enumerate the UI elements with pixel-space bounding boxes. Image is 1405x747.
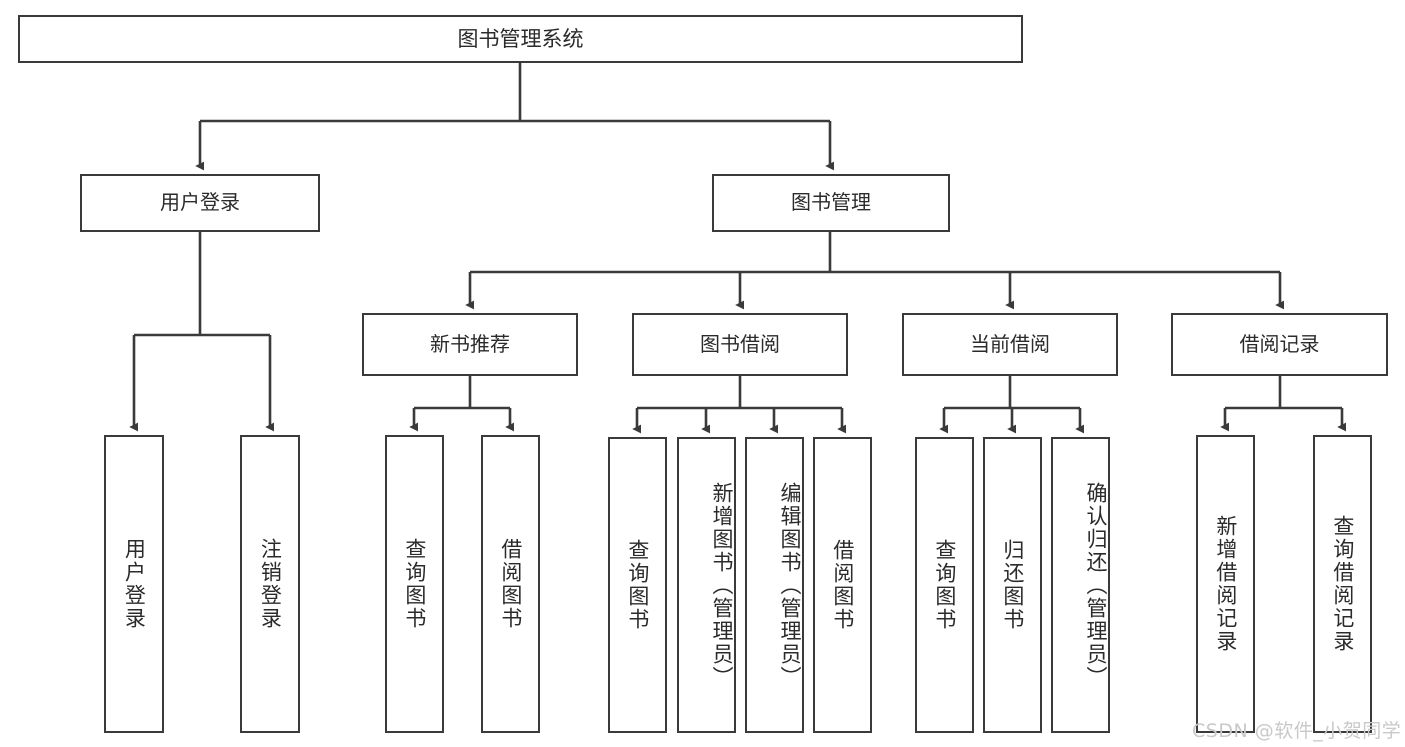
node-root[interactable]: 图书管理系统 bbox=[18, 15, 1023, 63]
watermark: CSDN @软件_小贺同学 bbox=[1192, 720, 1402, 742]
node-level3-current-borrow[interactable]: 当前借阅 bbox=[902, 313, 1118, 376]
node-leaf-label: 归还图书 bbox=[1000, 539, 1025, 631]
node-leaf-edit-book-admin[interactable]: 编辑图书（管理员） bbox=[745, 437, 804, 733]
node-leaf-user-login[interactable]: 用户登录 bbox=[104, 435, 164, 733]
node-level3-new-book-recommend[interactable]: 新书推荐 bbox=[362, 313, 578, 376]
node-leaf-add-book-admin[interactable]: 新增图书（管理员） bbox=[677, 437, 736, 733]
node-leaf-label: 借阅图书 bbox=[498, 538, 523, 630]
node-level3-current-borrow-label: 当前借阅 bbox=[970, 331, 1050, 356]
node-level3-book-borrow[interactable]: 图书借阅 bbox=[632, 313, 848, 376]
node-level3-new-book-recommend-label: 新书推荐 bbox=[430, 331, 510, 356]
node-leaf-confirm-return-admin[interactable]: 确认归还（管理员） bbox=[1051, 437, 1110, 733]
node-leaf-borrow-book-recommend[interactable]: 借阅图书 bbox=[481, 435, 540, 733]
node-level3-book-borrow-label: 图书借阅 bbox=[700, 331, 780, 356]
node-leaf-label: 编辑图书（管理员） bbox=[778, 481, 802, 689]
node-leaf-label: 新增借阅记录 bbox=[1213, 515, 1238, 653]
node-leaf-label: 确认归还（管理员） bbox=[1084, 481, 1108, 689]
node-leaf-label: 查询图书 bbox=[625, 539, 650, 631]
node-leaf-label: 新增图书（管理员） bbox=[710, 481, 734, 689]
node-leaf-query-book-borrow[interactable]: 查询图书 bbox=[608, 437, 667, 733]
node-leaf-query-book-current[interactable]: 查询图书 bbox=[915, 437, 974, 733]
node-leaf-query-borrow-record[interactable]: 查询借阅记录 bbox=[1313, 435, 1372, 733]
node-leaf-add-borrow-record[interactable]: 新增借阅记录 bbox=[1196, 435, 1255, 733]
node-level3-borrow-records[interactable]: 借阅记录 bbox=[1171, 313, 1388, 376]
node-leaf-logout[interactable]: 注销登录 bbox=[240, 435, 300, 733]
node-leaf-label: 查询图书 bbox=[402, 538, 427, 630]
node-level2-book-management-label: 图书管理 bbox=[791, 190, 871, 215]
node-leaf-label: 查询图书 bbox=[932, 539, 957, 631]
node-leaf-borrow-book[interactable]: 借阅图书 bbox=[813, 437, 872, 733]
node-root-label: 图书管理系统 bbox=[457, 26, 584, 51]
node-level2-book-management[interactable]: 图书管理 bbox=[712, 174, 950, 232]
node-leaf-label: 借阅图书 bbox=[830, 539, 855, 631]
node-level2-user-login[interactable]: 用户登录 bbox=[80, 174, 320, 232]
node-leaf-label: 用户登录 bbox=[122, 538, 147, 630]
node-leaf-return-book[interactable]: 归还图书 bbox=[983, 437, 1042, 733]
node-level2-user-login-label: 用户登录 bbox=[160, 190, 240, 215]
node-leaf-query-book-recommend[interactable]: 查询图书 bbox=[385, 435, 444, 733]
node-leaf-label: 注销登录 bbox=[258, 538, 283, 630]
node-leaf-label: 查询借阅记录 bbox=[1330, 515, 1355, 653]
node-level3-borrow-records-label: 借阅记录 bbox=[1239, 331, 1320, 356]
